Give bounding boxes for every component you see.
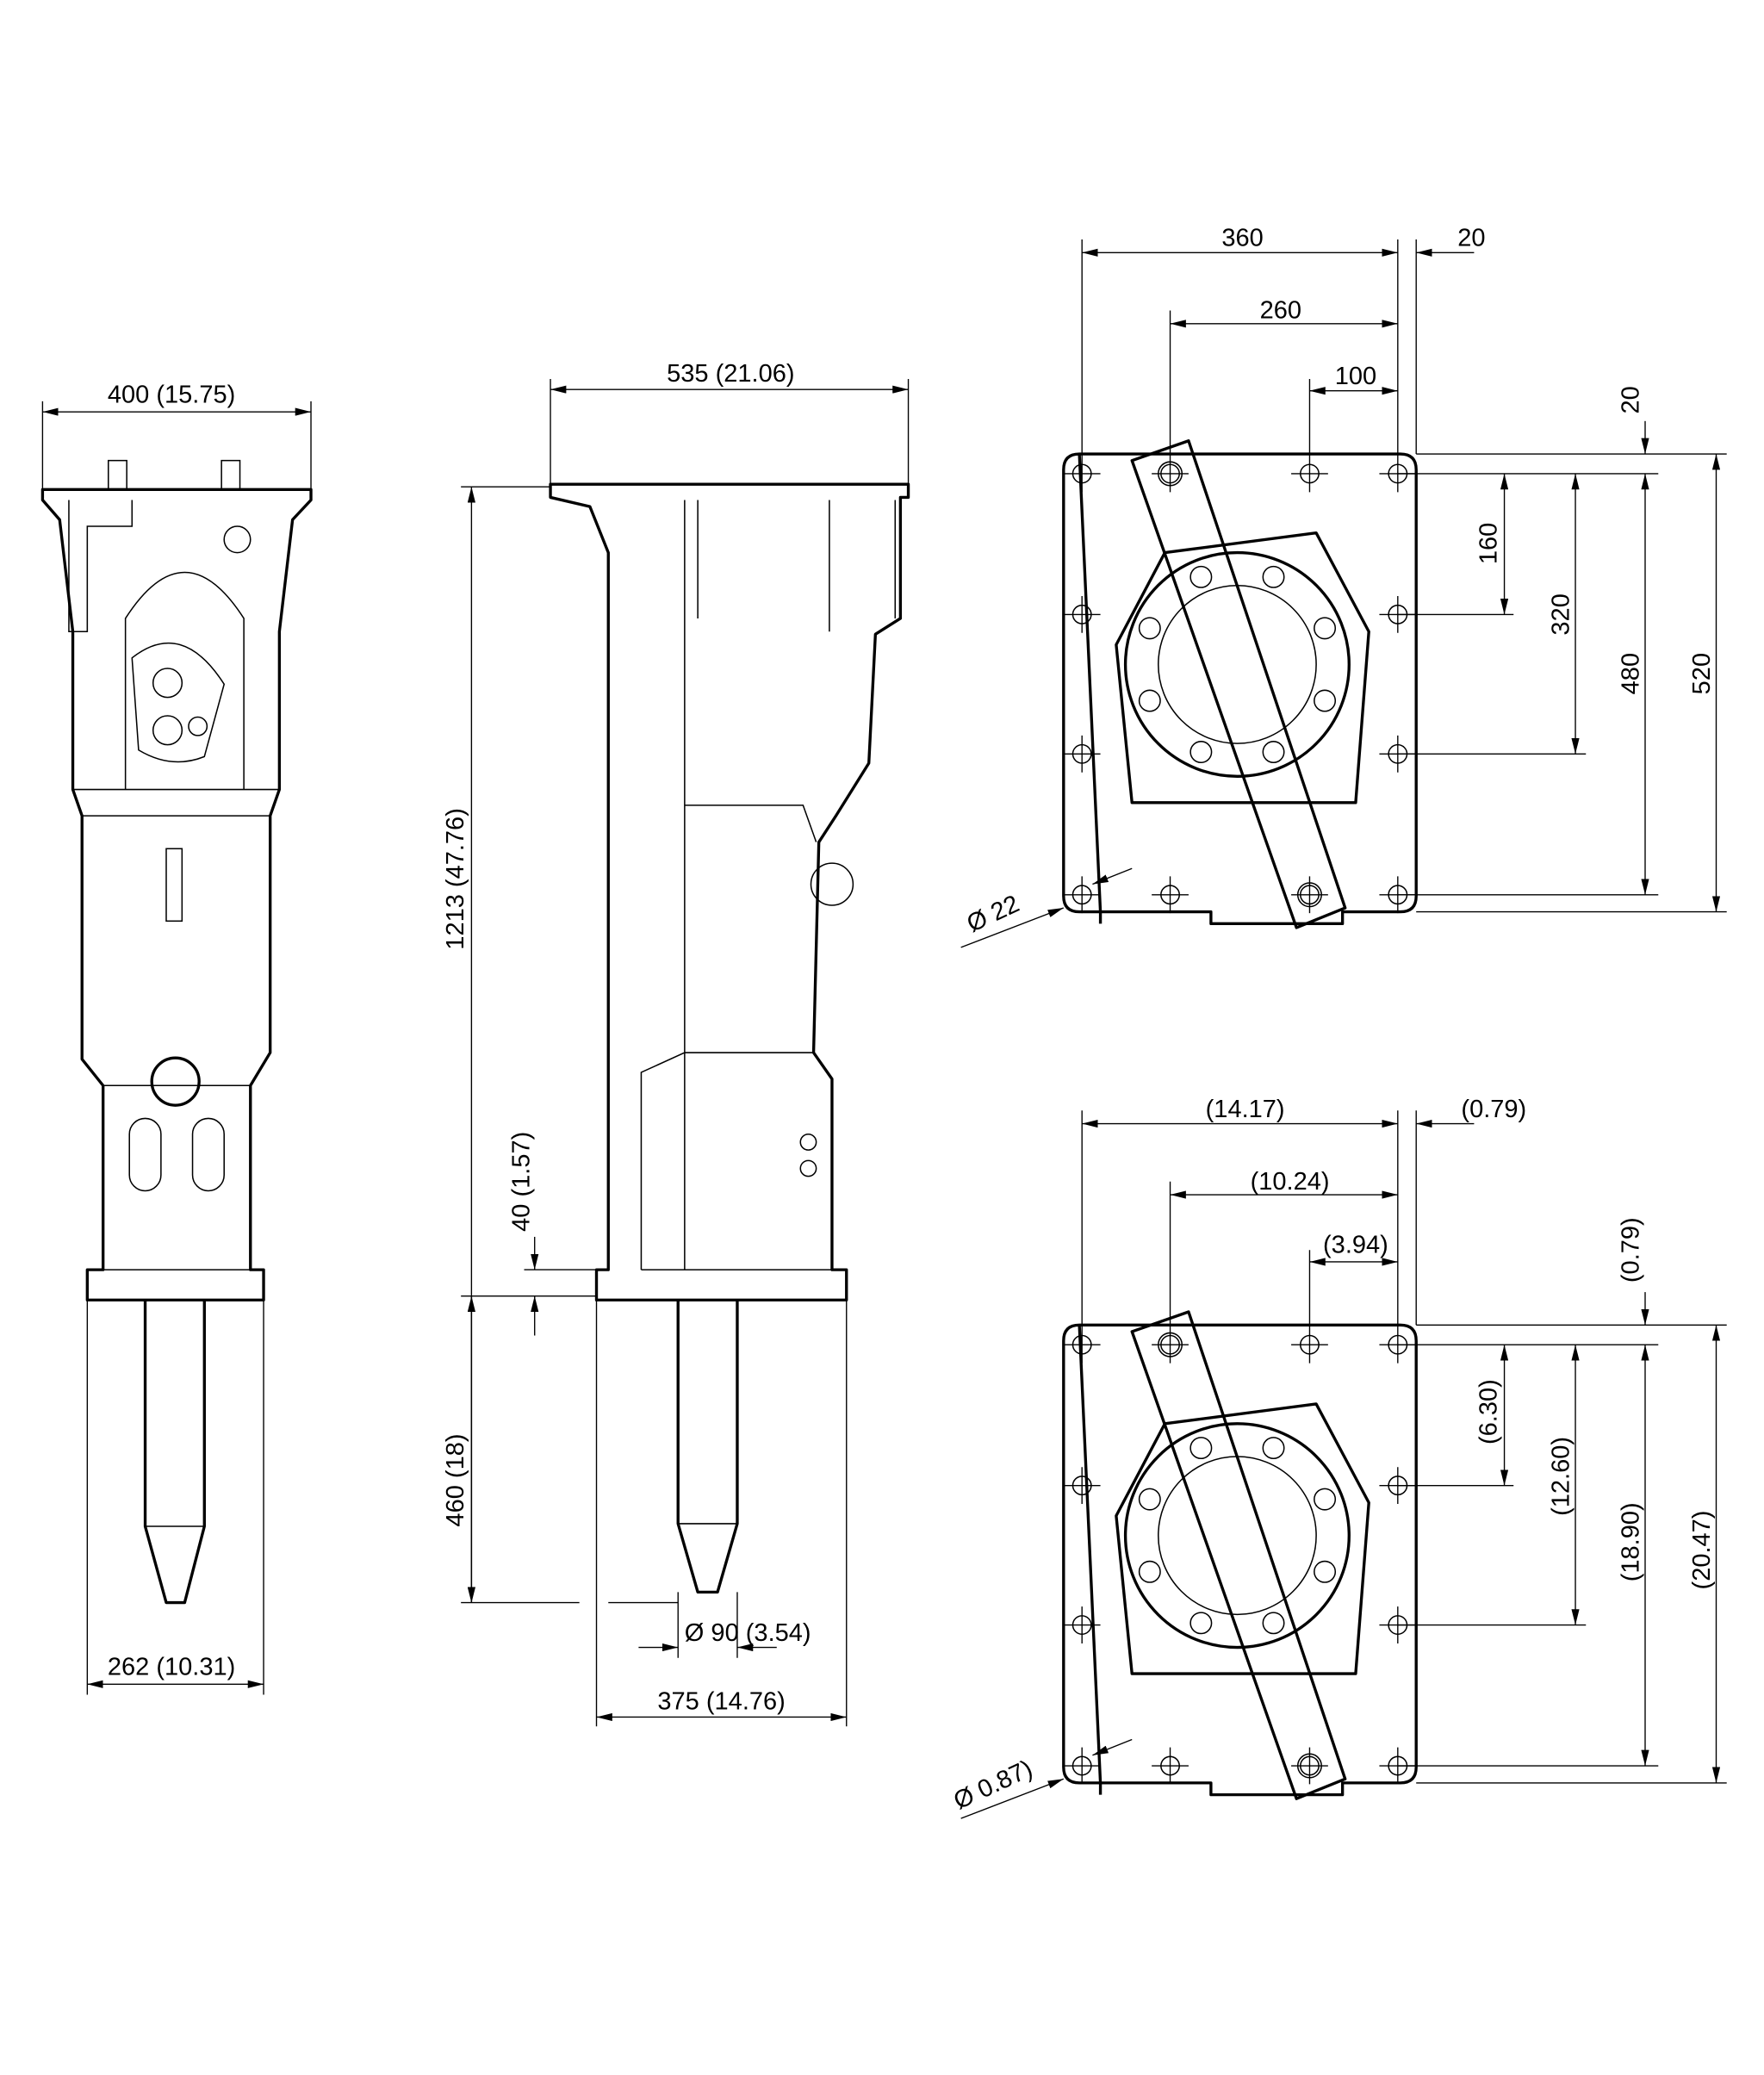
dim-20-vertical: 20 <box>1617 386 1644 413</box>
dim-20-horizontal: 20 <box>1457 225 1485 252</box>
mounting-plate <box>1062 1323 1418 1797</box>
dim-320: 320 <box>1547 593 1575 635</box>
flange-bolt <box>1189 1612 1213 1635</box>
dimension-lines <box>41 378 910 1727</box>
adapter-outline <box>1115 531 1370 805</box>
flange-bolt <box>1314 1488 1337 1511</box>
center-mark <box>1291 455 1328 493</box>
center-mark <box>1063 1747 1101 1785</box>
dim-side-tool-length: 460 (18) <box>442 1433 469 1526</box>
dimension-line <box>960 1778 1065 1819</box>
center-mark <box>1152 1747 1189 1785</box>
flange-bolt <box>1138 689 1161 712</box>
flange-bolt <box>1262 565 1285 588</box>
dim-480: 480 <box>1617 653 1644 694</box>
front-view <box>40 459 313 1605</box>
dim-20-vertical-in: (0.79) <box>1617 1217 1644 1283</box>
plan-labels-metric: 360 20 260 100 20 160 320 480 520 Ø 22 <box>963 225 1716 938</box>
center-mark <box>1291 1326 1328 1364</box>
flange-bolt <box>1314 1560 1337 1583</box>
dim-side-length-top: 535 (21.06) <box>667 360 794 388</box>
plan-view-imperial <box>1062 1310 1418 1800</box>
flange-bolt <box>1262 741 1285 764</box>
dim-hole-diameter: Ø 22 <box>963 890 1024 938</box>
flange-inner <box>1158 585 1317 744</box>
dim-520-in: (20.47) <box>1688 1511 1716 1590</box>
dim-320-in: (12.60) <box>1547 1437 1575 1516</box>
dim-260-in: (10.24) <box>1251 1168 1330 1196</box>
flange-bolt <box>1262 1437 1285 1460</box>
plan-dimensions-metric <box>960 239 1727 948</box>
dim-260: 260 <box>1260 297 1301 325</box>
dim-360: 360 <box>1221 225 1263 252</box>
flange-bolt <box>1138 1560 1161 1583</box>
flange-bolt <box>1189 565 1213 588</box>
plan-dimensions-imperial <box>960 1110 1727 1819</box>
center-mark <box>1063 455 1101 493</box>
dim-front-width-base: 262 (10.31) <box>108 1654 235 1681</box>
center-mark <box>1063 735 1101 773</box>
dim-360-in: (14.17) <box>1206 1096 1285 1123</box>
extension-lines <box>1081 239 1417 455</box>
extension-lines <box>1397 453 1727 913</box>
flange-outer <box>1123 550 1351 778</box>
center-mark <box>1152 876 1189 914</box>
center-mark <box>1063 876 1101 914</box>
center-mark <box>1063 595 1101 633</box>
dimension-line <box>1092 867 1133 885</box>
dim-100-in: (3.94) <box>1323 1231 1388 1258</box>
adapter-outline <box>1115 1402 1370 1675</box>
center-mark <box>1291 1747 1328 1785</box>
flange-bolt <box>1314 617 1337 640</box>
flange-bolt <box>1138 617 1161 640</box>
center-mark <box>1152 1326 1189 1364</box>
dim-160: 160 <box>1475 523 1502 564</box>
center-mark <box>1063 1467 1101 1505</box>
flange-bolt <box>1189 1437 1213 1460</box>
dim-480-in: (18.90) <box>1617 1502 1644 1581</box>
side-view <box>549 482 910 1594</box>
flange-bolt <box>1262 1612 1285 1635</box>
plan-labels-imperial: (14.17) (0.79) (10.24) (3.94) (0.79) (6.… <box>949 1096 1715 1815</box>
flange-bolt <box>1314 689 1337 712</box>
dim-20-horizontal-in: (0.79) <box>1461 1096 1526 1123</box>
mounting-plate <box>1062 452 1418 926</box>
dim-side-total-height: 1213 (47.76) <box>442 808 469 950</box>
dim-front-width-top: 400 (15.75) <box>108 381 235 408</box>
dim-side-base-length: 375 (14.76) <box>657 1687 785 1715</box>
flange-bolt <box>1189 741 1213 764</box>
strap-bolt <box>1158 1332 1183 1357</box>
dim-side-plate-thickness: 40 (1.57) <box>508 1132 536 1232</box>
dim-520: 520 <box>1688 653 1716 694</box>
dim-100: 100 <box>1335 363 1376 390</box>
center-mark <box>1152 455 1189 493</box>
flange-inner <box>1158 1456 1317 1616</box>
center-mark <box>1291 876 1328 914</box>
dimension-line <box>1092 1738 1133 1756</box>
strap-bolt <box>1296 1753 1322 1779</box>
center-mark <box>1063 1606 1101 1643</box>
dim-160-in: (6.30) <box>1475 1379 1502 1444</box>
flange-outer <box>1123 1422 1351 1649</box>
strap-bolt <box>1296 882 1322 908</box>
flange-bolt <box>1138 1488 1161 1511</box>
strap-bolt <box>1158 461 1183 487</box>
extension-lines <box>1081 1110 1417 1326</box>
extension-lines <box>1397 1324 1727 1784</box>
plan-view-metric <box>1062 439 1418 929</box>
dimension-line <box>960 907 1065 948</box>
center-mark <box>1063 1326 1101 1364</box>
dim-side-tool-diameter: Ø 90 (3.54) <box>685 1619 811 1647</box>
